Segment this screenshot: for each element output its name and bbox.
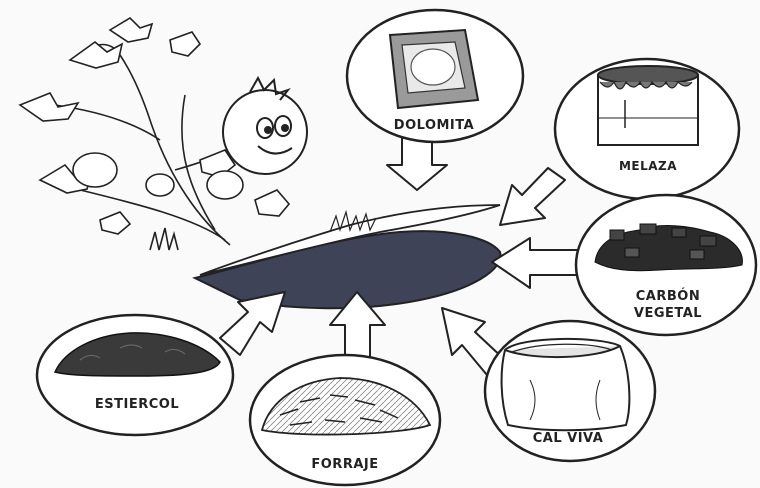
cal-viva-sack-icon	[502, 339, 630, 430]
bubble-estiercol: ESTIERCOL	[37, 315, 233, 435]
label-forraje: FORRAJE	[311, 457, 378, 472]
bubble-dolomita: DOLOMITA	[347, 10, 523, 142]
smiling-tomato-icon	[223, 78, 307, 174]
bubble-cal-viva: CAL VIVA	[485, 321, 655, 461]
bubble-forraje: FORRAJE	[250, 355, 440, 485]
bubble-melaza: MELAZA	[555, 59, 739, 199]
label-estiercol: ESTIERCOL	[95, 397, 179, 412]
bubble-carbon-vegetal: CARBÓN VEGETAL	[576, 195, 756, 335]
arrow-carbon	[492, 238, 580, 288]
arrow-dolomita	[387, 138, 447, 190]
arrow-estiercol	[220, 292, 285, 355]
label-carbon-line1: CARBÓN	[636, 288, 700, 304]
label-cal-viva: CAL VIVA	[533, 431, 604, 446]
compost-pile	[195, 205, 500, 308]
label-carbon-line2: VEGETAL	[634, 306, 702, 321]
label-dolomita: DOLOMITA	[394, 118, 474, 133]
label-melaza: MELAZA	[619, 159, 677, 173]
arrow-melaza	[500, 168, 565, 225]
melaza-barrel-icon	[598, 66, 698, 145]
